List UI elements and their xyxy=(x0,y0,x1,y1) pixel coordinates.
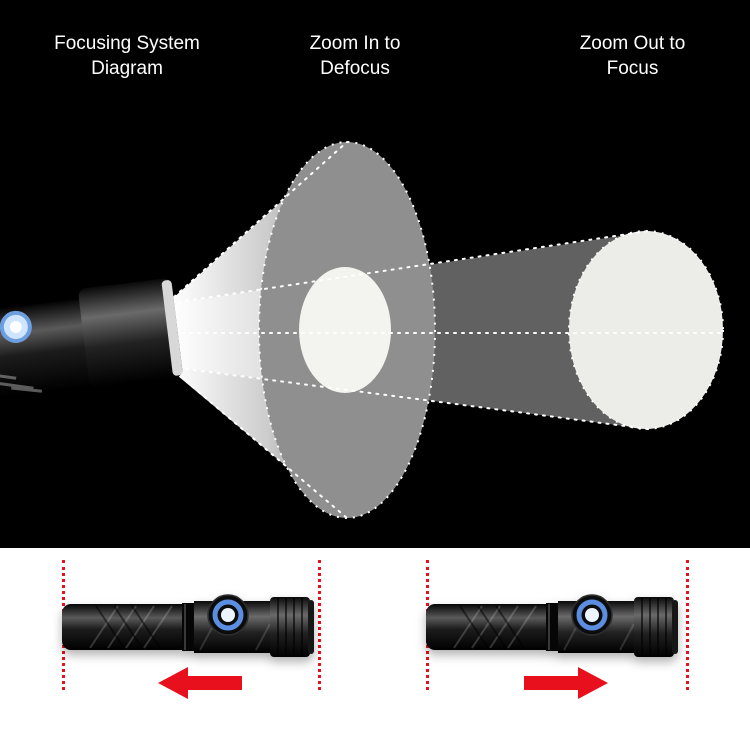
band-top-line xyxy=(177,230,649,303)
glow-button-center xyxy=(9,320,22,333)
beam-diagram-section: Focusing System Diagram Zoom In to Defoc… xyxy=(0,0,750,548)
flashlight-body xyxy=(444,604,546,650)
front-cap xyxy=(308,600,314,654)
glow-button-center xyxy=(221,608,235,622)
bezel xyxy=(270,597,310,657)
heading-focusing-system: Focusing System Diagram xyxy=(54,33,200,79)
heading-zoom-out: Zoom Out to Focus xyxy=(579,33,686,79)
focused-beam-ellipse xyxy=(568,230,724,430)
arrow-right-shape xyxy=(524,667,608,699)
flashlight-head xyxy=(78,278,183,388)
beam-diagram xyxy=(0,141,724,519)
defocused-hotspot-ellipse xyxy=(299,267,391,393)
knurling xyxy=(89,605,173,649)
front-cap xyxy=(672,600,678,654)
flashlight-photo-zoom-out xyxy=(426,594,678,657)
bezel-ridges xyxy=(641,598,667,656)
flashlight-body xyxy=(80,604,182,650)
bezel xyxy=(634,597,674,657)
guide-line-right xyxy=(686,560,689,690)
glow-button-icon xyxy=(576,599,608,631)
arrow-left-icon xyxy=(158,667,242,699)
cone-bottom-line xyxy=(173,370,348,519)
cone-top-line xyxy=(173,141,348,298)
glow-button-center xyxy=(585,608,599,622)
arrow-left-shape xyxy=(158,667,242,699)
band-bottom-line xyxy=(177,367,649,430)
heading-zoom-in: Zoom In to Defocus xyxy=(309,33,401,79)
body-reflections xyxy=(0,373,43,393)
bezel-ridges xyxy=(277,598,303,656)
neck-ring xyxy=(182,603,194,651)
guide-line-right xyxy=(318,560,321,690)
knurling xyxy=(453,605,537,649)
flashlight-photo-zoom-in xyxy=(62,594,314,657)
flashlight-front-rim xyxy=(161,280,183,376)
beam-guide-lines xyxy=(173,141,724,519)
flashlight-body xyxy=(0,299,97,400)
flashlight-side-view xyxy=(0,278,183,400)
arrow-right-icon xyxy=(524,667,608,699)
glow-button-icon xyxy=(212,599,244,631)
neck-ring xyxy=(546,603,558,651)
